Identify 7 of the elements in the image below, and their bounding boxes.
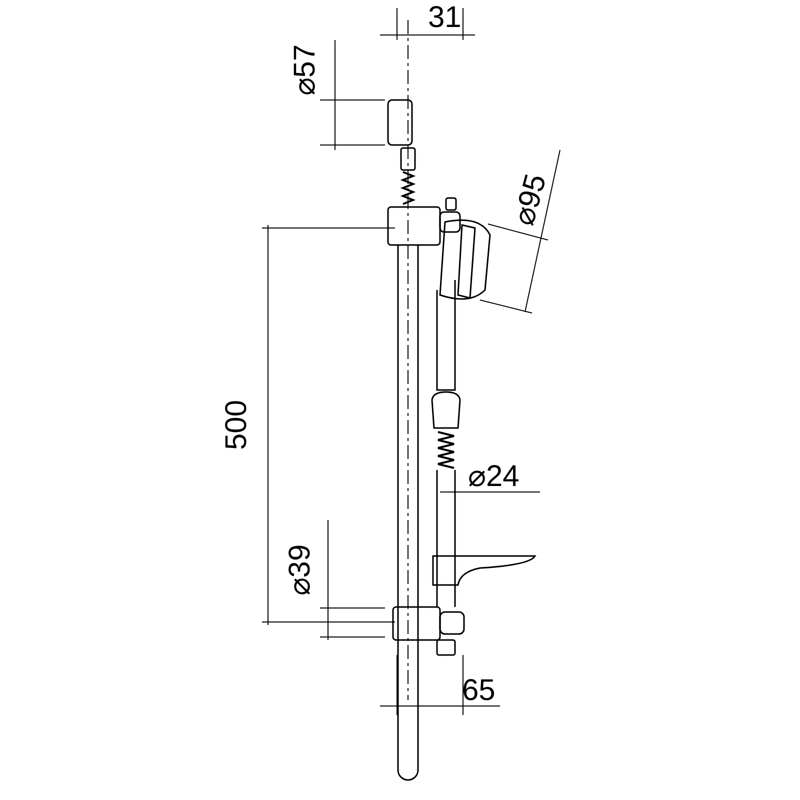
dimension-label: 65 <box>462 676 496 706</box>
dimension-label: 31 <box>428 3 462 33</box>
dimension-label: ⌀95 <box>510 171 552 229</box>
dimension-label: ⌀39 <box>286 544 316 596</box>
dimension-label: ⌀57 <box>290 44 321 96</box>
dimension-label: 500 <box>222 400 252 450</box>
dimension-label: ⌀24 <box>468 462 520 492</box>
